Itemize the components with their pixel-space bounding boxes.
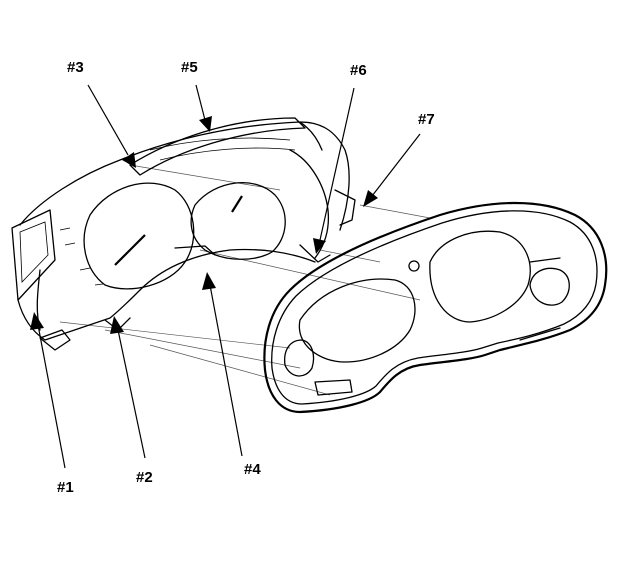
callout-label-1: #1 [57, 479, 74, 496]
callout-label-3: #3 [67, 59, 84, 76]
callout-label-4: #4 [244, 461, 261, 478]
cluster-bezel [263, 201, 608, 414]
callout-label-5: #5 [181, 59, 198, 76]
callout-leaders [30, 84, 421, 469]
callout-label-7: #7 [418, 111, 435, 128]
callout-label-2: #2 [136, 469, 153, 486]
callout-label-6: #6 [350, 62, 367, 79]
projection-lines [59, 164, 431, 396]
